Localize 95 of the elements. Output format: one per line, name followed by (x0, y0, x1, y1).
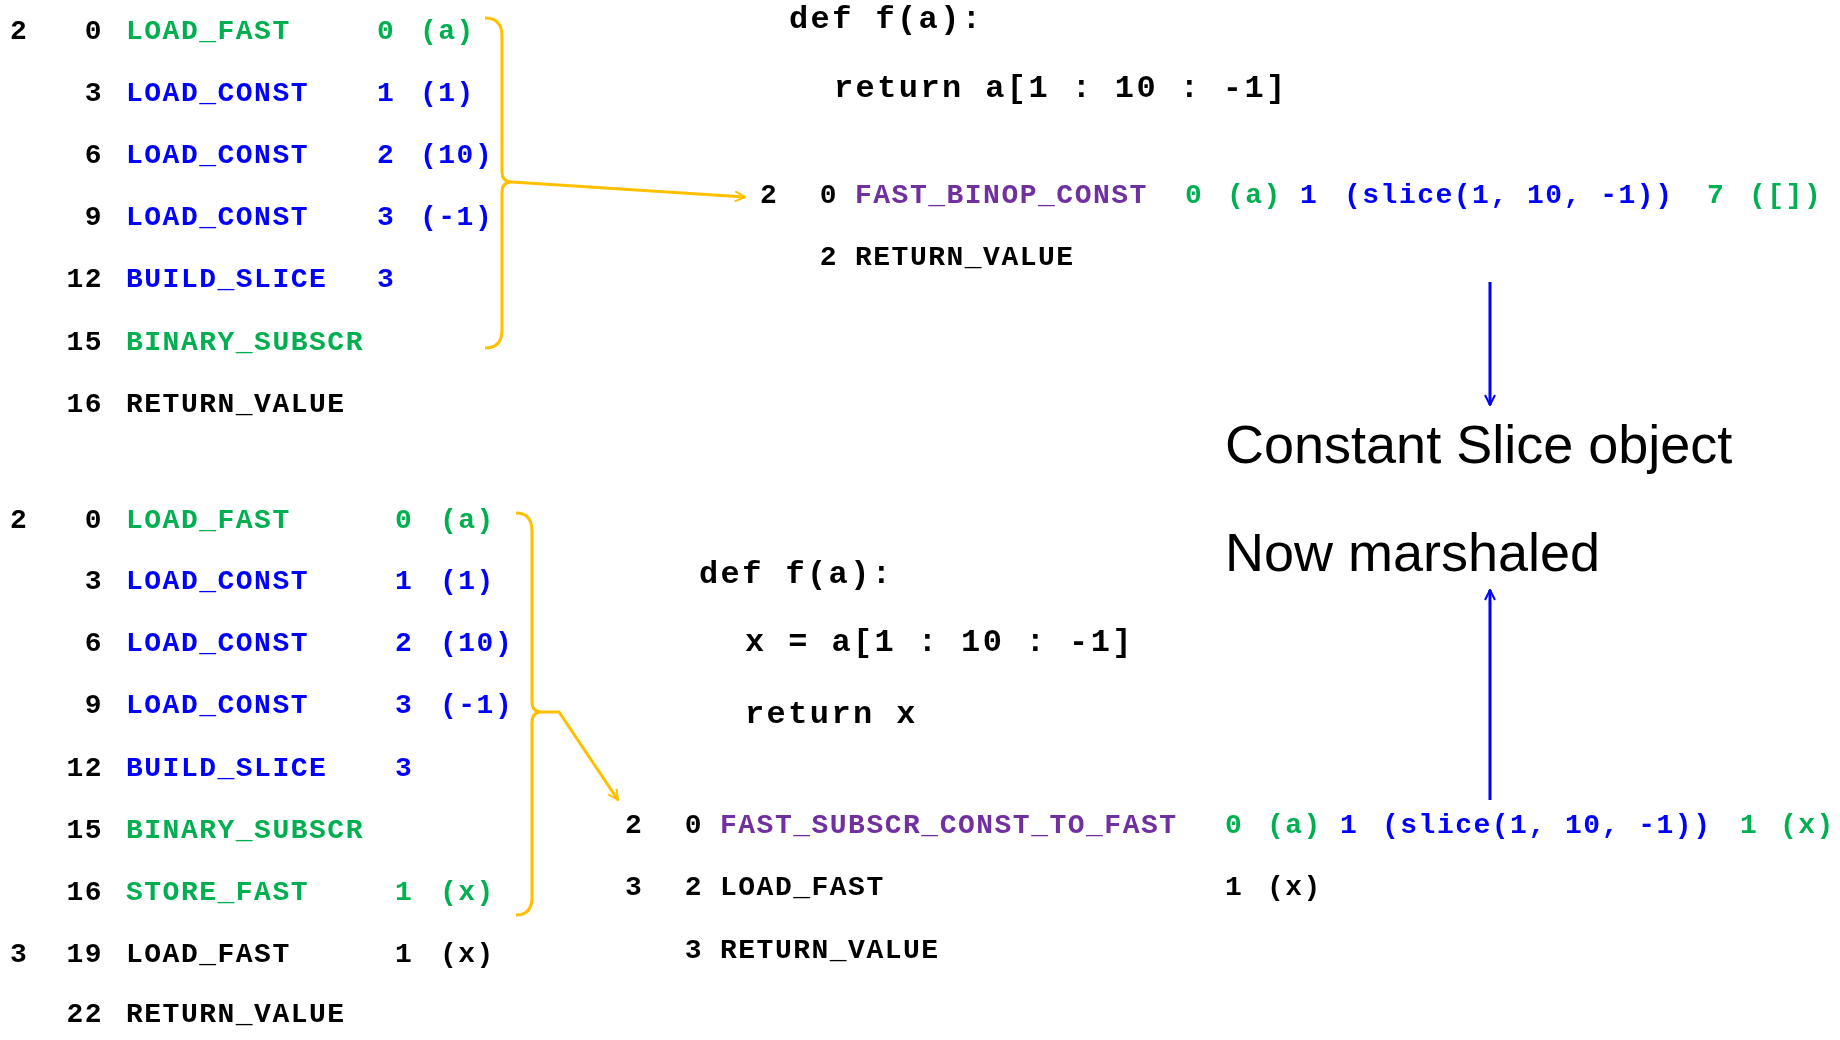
argument: 3 (395, 689, 414, 723)
offset: 6 (84, 627, 103, 661)
opcode: LOAD_FAST (720, 871, 885, 905)
opcode: LOAD_CONST (126, 77, 310, 111)
line-number: 2 (10, 15, 29, 49)
opcode: FAST_SUBSCR_CONST_TO_FAST (720, 809, 1178, 843)
argument: 2 (395, 627, 414, 661)
offset: 16 (66, 876, 103, 910)
opcode: LOAD_CONST (126, 139, 310, 173)
argument: 1 (395, 565, 414, 599)
argument: 1 (1225, 871, 1244, 905)
offset: 3 (684, 934, 703, 968)
annotation-text: Constant Slice object (1225, 413, 1733, 476)
opcode: RETURN_VALUE (126, 998, 346, 1032)
offset: 9 (84, 689, 103, 723)
line-number: 2 (625, 809, 644, 843)
argument-value: (1) (420, 77, 475, 111)
opcode: BUILD_SLICE (126, 752, 328, 786)
offset: 12 (66, 752, 103, 786)
argument: 3 (395, 752, 414, 786)
opcode: BINARY_SUBSCR (126, 814, 364, 848)
argument-value: (-1) (420, 201, 494, 235)
offset: 16 (66, 388, 103, 422)
code-line: def f(a): (789, 0, 984, 40)
offset: 22 (66, 998, 103, 1032)
offset: 0 (684, 809, 703, 843)
opcode: STORE_FAST (126, 876, 310, 910)
argument-value: (slice(1, 10, -1)) (1382, 809, 1712, 843)
offset: 9 (84, 201, 103, 235)
argument-value: (x) (440, 876, 495, 910)
opcode: LOAD_CONST (126, 201, 310, 235)
argument-value: ([]) (1749, 179, 1823, 213)
argument-value: (x) (1267, 871, 1322, 905)
argument-value: (slice(1, 10, -1)) (1344, 179, 1674, 213)
opcode: BUILD_SLICE (126, 263, 328, 297)
argument-value: (10) (440, 627, 514, 661)
offset: 3 (84, 77, 103, 111)
offset: 12 (66, 263, 103, 297)
opcode: LOAD_FAST (126, 15, 291, 49)
code-line: return a[1 : 10 : -1] (834, 69, 1288, 109)
offset: 19 (66, 938, 103, 972)
argument: 7 (1707, 179, 1726, 213)
offset: 0 (84, 504, 103, 538)
argument: 0 (377, 15, 396, 49)
offset: 3 (84, 565, 103, 599)
opcode: RETURN_VALUE (720, 934, 940, 968)
argument: 0 (1185, 179, 1204, 213)
opcode: RETURN_VALUE (855, 241, 1075, 275)
argument-value: (1) (440, 565, 495, 599)
offset: 15 (66, 814, 103, 848)
offset: 2 (684, 871, 703, 905)
argument: 3 (377, 201, 396, 235)
opcode: LOAD_CONST (126, 565, 310, 599)
opcode: LOAD_FAST (126, 504, 291, 538)
argument-value: (a) (1267, 809, 1322, 843)
argument: 1 (377, 77, 396, 111)
offset: 0 (819, 179, 838, 213)
arrow (1484, 282, 1496, 406)
argument-value: (x) (1780, 809, 1835, 843)
arrow (511, 180, 746, 203)
opcode: FAST_BINOP_CONST (855, 179, 1148, 213)
code-line: return x (745, 695, 918, 735)
annotation-text: Now marshaled (1225, 521, 1601, 584)
argument: 1 (1740, 809, 1759, 843)
argument-value: (a) (420, 15, 475, 49)
argument: 3 (377, 263, 396, 297)
line-number: 3 (10, 938, 29, 972)
argument-value: (-1) (440, 689, 514, 723)
argument: 1 (395, 876, 414, 910)
opcode: LOAD_CONST (126, 627, 310, 661)
argument: 1 (1340, 809, 1359, 843)
opcode: RETURN_VALUE (126, 388, 346, 422)
line-number: 3 (625, 871, 644, 905)
arrow (1484, 589, 1496, 800)
argument-value: (a) (440, 504, 495, 538)
argument: 1 (395, 938, 414, 972)
line-number: 2 (760, 179, 779, 213)
argument: 0 (395, 504, 414, 538)
argument-value: (a) (1227, 179, 1282, 213)
offset: 15 (66, 326, 103, 360)
argument-value: (10) (420, 139, 494, 173)
argument-value: (x) (440, 938, 495, 972)
argument: 1 (1300, 179, 1319, 213)
arrow (542, 710, 620, 801)
argument: 0 (1225, 809, 1244, 843)
offset: 6 (84, 139, 103, 173)
opcode: BINARY_SUBSCR (126, 326, 364, 360)
opcode: LOAD_CONST (126, 689, 310, 723)
code-line: x = a[1 : 10 : -1] (745, 623, 1134, 663)
code-line: def f(a): (699, 555, 894, 595)
argument: 2 (377, 139, 396, 173)
offset: 2 (819, 241, 838, 275)
line-number: 2 (10, 504, 29, 538)
offset: 0 (84, 15, 103, 49)
opcode: LOAD_FAST (126, 938, 291, 972)
